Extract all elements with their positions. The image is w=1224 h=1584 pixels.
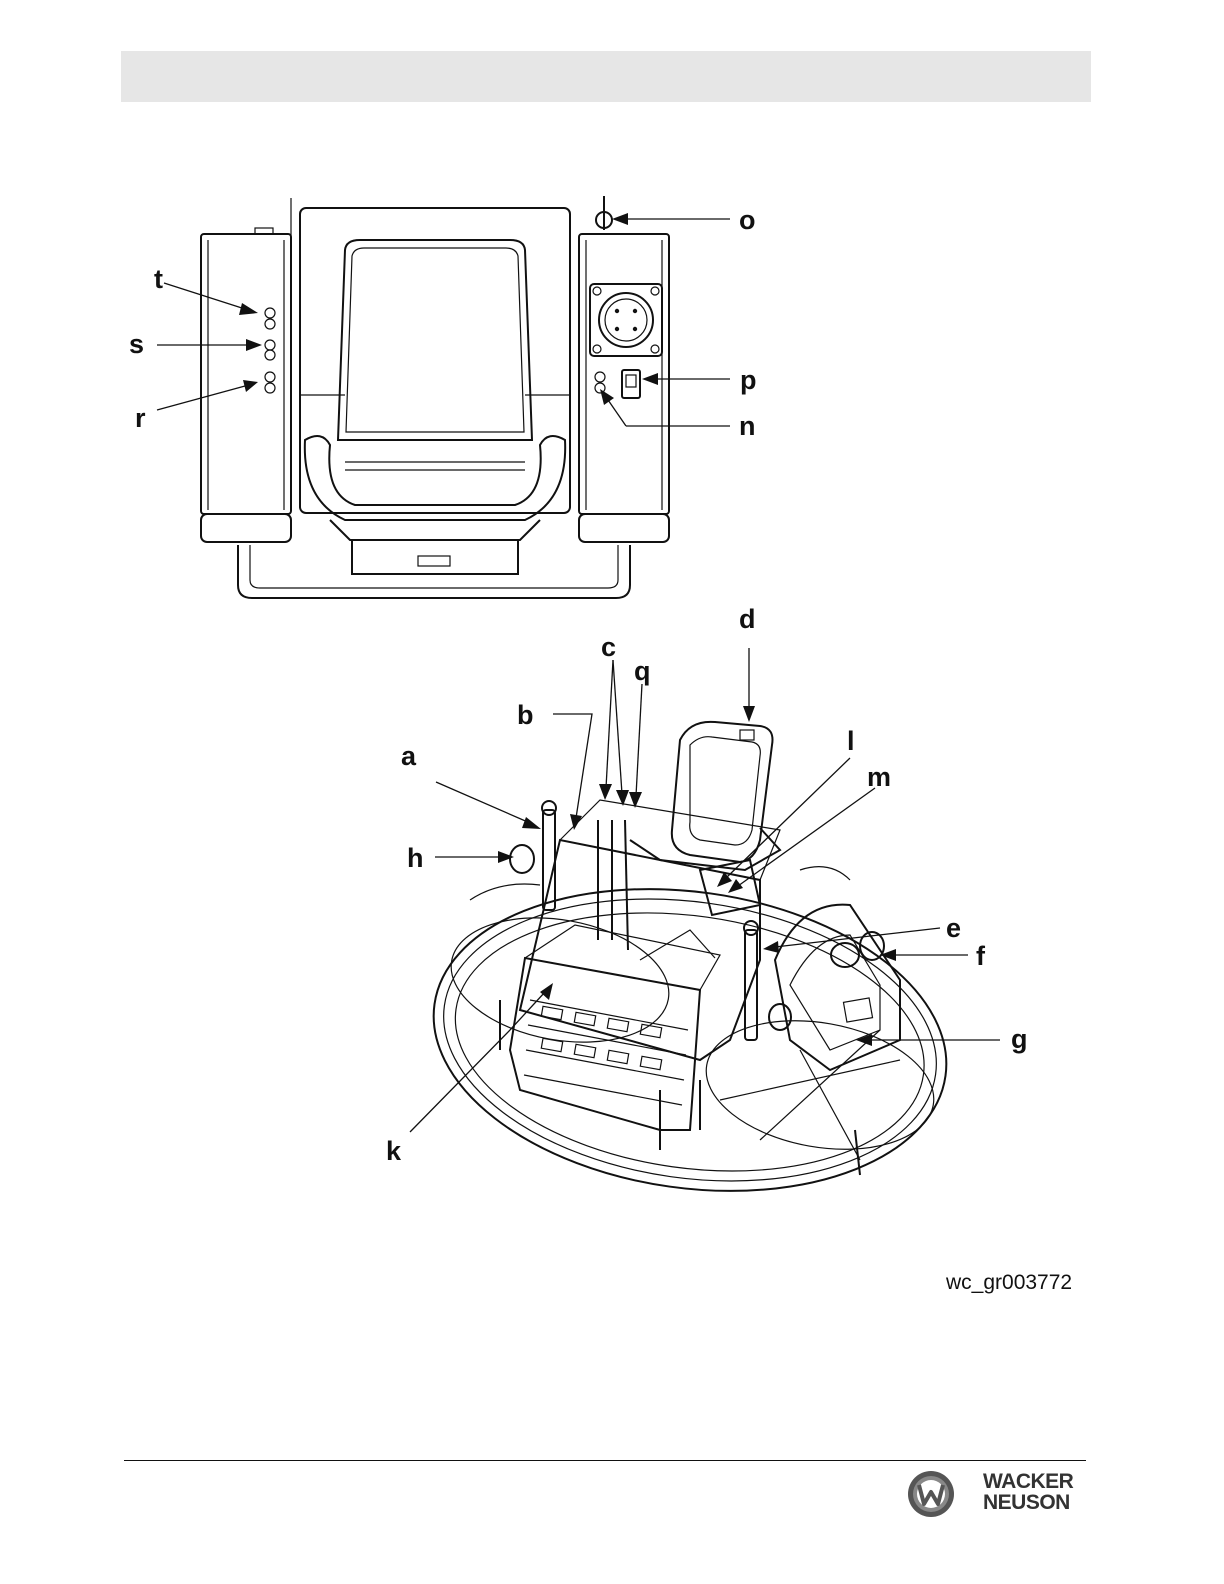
callout-p: p: [740, 365, 757, 395]
callout-f: f: [976, 941, 986, 971]
logo-line-1: WACKER: [983, 1471, 1073, 1492]
callout-g: g: [1011, 1024, 1028, 1054]
graphic-id: wc_gr003772: [946, 1271, 1072, 1295]
callout-h: h: [407, 843, 424, 873]
callout-l: l: [847, 726, 855, 756]
callout-r: r: [135, 403, 146, 433]
callout-a: a: [401, 741, 417, 771]
trowel-3d-view: [414, 722, 966, 1223]
top-view-console: [201, 196, 669, 598]
callout-m: m: [867, 762, 891, 792]
callout-d: d: [739, 604, 756, 634]
callout-b: b: [517, 700, 534, 730]
logo-wordmark: WACKER NEUSON: [983, 1471, 1073, 1513]
callout-t: t: [154, 264, 163, 294]
callout-k: k: [386, 1136, 402, 1166]
callout-c: c: [601, 632, 616, 662]
callout-n: n: [739, 411, 756, 441]
footer-rule: [124, 1460, 1086, 1461]
callout-o: o: [739, 205, 756, 235]
callout-e: e: [946, 913, 961, 943]
logo-line-2: NEUSON: [983, 1492, 1073, 1513]
top-view-leaders: [157, 213, 730, 426]
callout-q: q: [634, 656, 651, 686]
callout-s: s: [129, 329, 144, 359]
